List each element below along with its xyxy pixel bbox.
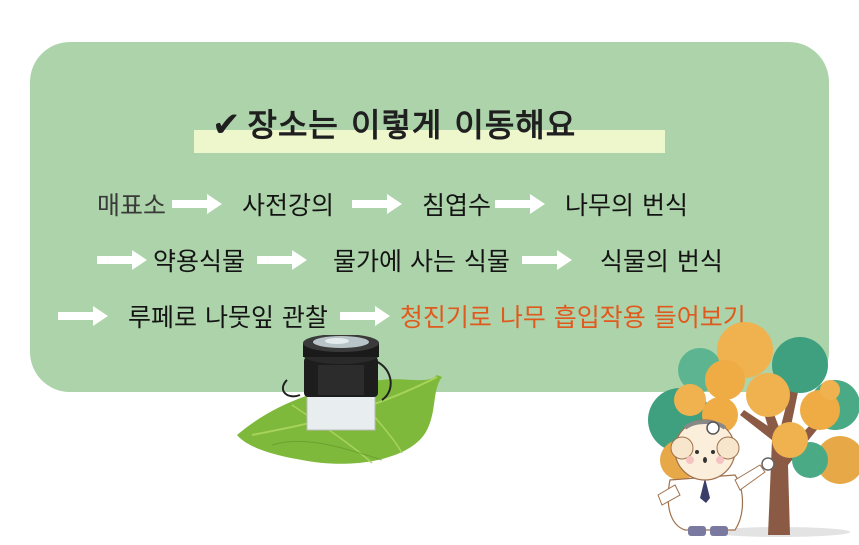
step-tree-propagation: 나무의 번식 bbox=[565, 191, 688, 220]
arrow-icon bbox=[257, 250, 308, 270]
step-ticket-office: 매표소 bbox=[97, 191, 167, 220]
step-plant-propagation: 식물의 번식 bbox=[599, 247, 723, 276]
loupe-leaf-illustration bbox=[237, 335, 442, 464]
doctor-tree-illustration bbox=[648, 322, 859, 537]
step-pre-lecture: 사전강의 bbox=[242, 191, 335, 220]
route-row-2: 약용식물 물가에 사는 식물 식물의 번식 bbox=[97, 242, 723, 278]
title-text: 장소는 이렇게 이동해요 bbox=[247, 106, 577, 144]
step-waterside-plants: 물가에 사는 식물 bbox=[333, 247, 510, 276]
route-panel bbox=[30, 42, 829, 392]
arrow-icon bbox=[58, 306, 108, 326]
title-highlight bbox=[194, 130, 665, 153]
route-row-3: 루페로 나뭇잎 관찰 청진기로 나무 흡입작용 들어보기 bbox=[58, 298, 746, 334]
step-medicinal-plants: 약용식물 bbox=[153, 247, 246, 276]
step-stethoscope-tree: 청진기로 나무 흡입작용 들어보기 bbox=[399, 303, 746, 332]
arrow-icon bbox=[495, 194, 546, 214]
arrow-icon bbox=[521, 250, 572, 270]
arrow-icon bbox=[352, 194, 403, 214]
step-conifer: 침엽수 bbox=[422, 191, 492, 220]
step-loupe-leaf-observation: 루페로 나뭇잎 관찰 bbox=[128, 303, 328, 332]
arrow-icon bbox=[172, 194, 223, 214]
arrow-icon bbox=[97, 250, 147, 270]
arrow-icon bbox=[339, 306, 390, 326]
check-icon: ✔ bbox=[212, 105, 242, 145]
page-title: ✔장소는 이렇게 이동해요 bbox=[212, 100, 662, 146]
route-row-1: 매표소 사전강의 침엽수 나무의 번식 bbox=[97, 186, 688, 222]
